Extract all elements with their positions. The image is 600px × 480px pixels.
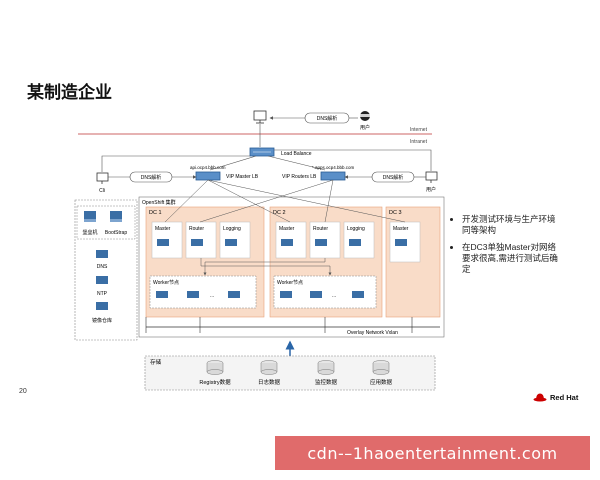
dc1-worker-ellipsis: ...: [210, 293, 214, 299]
mirror-repo-server-icon: [96, 302, 108, 310]
lb-monitor-icon: [253, 110, 267, 124]
ntp-service-label: NTP: [97, 291, 108, 297]
vip-router-domain: *.apps.ocp4.bbb.com: [312, 165, 355, 170]
dc2-label: DC 2: [273, 210, 286, 216]
dc2-logging-node: Logging: [343, 221, 375, 259]
dc2-router-node: Router: [309, 221, 341, 259]
watermark-banner: cdn-–1haoentertainment.com: [275, 436, 590, 470]
note-item: 在DC3单独Master对网络要求很高,需进行测试后确定: [462, 242, 560, 275]
dc1-router-node: Router: [185, 221, 217, 259]
user-right-label: 用户: [426, 186, 436, 193]
notes-panel: 开发测试环境与生产环境同等架构 在DC3单独Master对网络要求很高,需进行测…: [450, 214, 560, 281]
dc2-router-label: Router: [313, 226, 328, 232]
vip-master-label: VIP Master LB: [226, 174, 259, 180]
dc2-worker-group: Worker节点 ...: [273, 275, 377, 309]
storage-monitoring-label: 监控数据: [315, 378, 338, 386]
dc2-master-node: Master: [275, 221, 307, 259]
storage-label: 存储: [150, 358, 162, 366]
dc1-master-node: Master: [151, 221, 183, 259]
dc3-label: DC 3: [389, 210, 402, 216]
redhat-logo: Red Hat: [533, 390, 578, 404]
storage-logs-label: 日志数据: [258, 378, 281, 386]
dc1-label: DC 1: [149, 210, 162, 216]
storage-registry: Registry数据: [199, 360, 231, 386]
page-number: 20: [19, 388, 27, 395]
cli-monitor-icon: [96, 172, 109, 184]
dc3-master-node: Master: [389, 221, 421, 263]
load-balancer-icon: [249, 147, 275, 157]
dc2-worker-ellipsis: ...: [332, 293, 336, 299]
note-item: 开发测试环境与生产环境同等架构: [462, 214, 560, 236]
load-balance-label: Load Balance: [281, 151, 312, 157]
dns-right-label: DNS解析: [383, 174, 404, 181]
dns-left-label: DNS解析: [141, 174, 162, 181]
storage-monitoring: 监控数据: [315, 360, 338, 386]
bootstrap-server-icon: [110, 211, 122, 222]
cli-label: Cli: [99, 188, 105, 194]
slide-title: 某制造企业: [27, 83, 112, 102]
dns-top-label: DNS解析: [317, 115, 338, 122]
mirror-repo-label: 镜像仓库: [92, 317, 112, 324]
dc1-worker-group: Worker节点 ...: [149, 275, 257, 309]
internet-label: Internet: [410, 127, 428, 133]
dc1-router-label: Router: [189, 226, 204, 232]
dc1-logging-node: Logging: [219, 221, 251, 259]
dc2-master-label: Master: [279, 226, 295, 232]
dc3-master-label: Master: [393, 226, 409, 232]
redhat-logo-text: Red Hat: [550, 392, 579, 402]
vip-master-domain: api.ocp4.bbb.com: [190, 165, 226, 170]
user-top-label: 用户: [360, 124, 370, 131]
dc2-worker-label: Worker节点: [277, 280, 303, 286]
vip-routers-lb-icon: [320, 171, 346, 181]
dc1-logging-label: Logging: [223, 226, 241, 232]
dc1-master-label: Master: [155, 226, 171, 232]
storage-apps: 应用数据: [370, 360, 393, 386]
vip-master-lb-icon: [195, 171, 221, 181]
dc1-worker-label: Worker节点: [153, 280, 179, 286]
storage-registry-label: Registry数据: [199, 378, 231, 386]
dc2-logging-label: Logging: [347, 226, 365, 232]
bastion-label: 堡垒机: [82, 229, 97, 236]
vip-routers-label: VIP Routers LB: [282, 174, 317, 180]
user-right-monitor-icon: [425, 171, 438, 183]
storage-apps-label: 应用数据: [370, 378, 393, 386]
ntp-server-icon: [96, 276, 108, 284]
bootstrap-label: BootStrap: [105, 230, 127, 236]
redhat-hat-icon: [533, 393, 547, 402]
openshift-cluster-label: OpenShift 集群: [142, 199, 176, 206]
bastion-server-icon: [84, 211, 96, 222]
dns-service-label: DNS: [97, 264, 108, 270]
user-top-icon: [359, 111, 371, 121]
intranet-label: Intranet: [410, 139, 428, 145]
dns-server-icon: [96, 250, 108, 258]
overlay-label: Overlay Network Vxlan: [347, 330, 398, 336]
storage-logs: 日志数据: [258, 360, 281, 386]
